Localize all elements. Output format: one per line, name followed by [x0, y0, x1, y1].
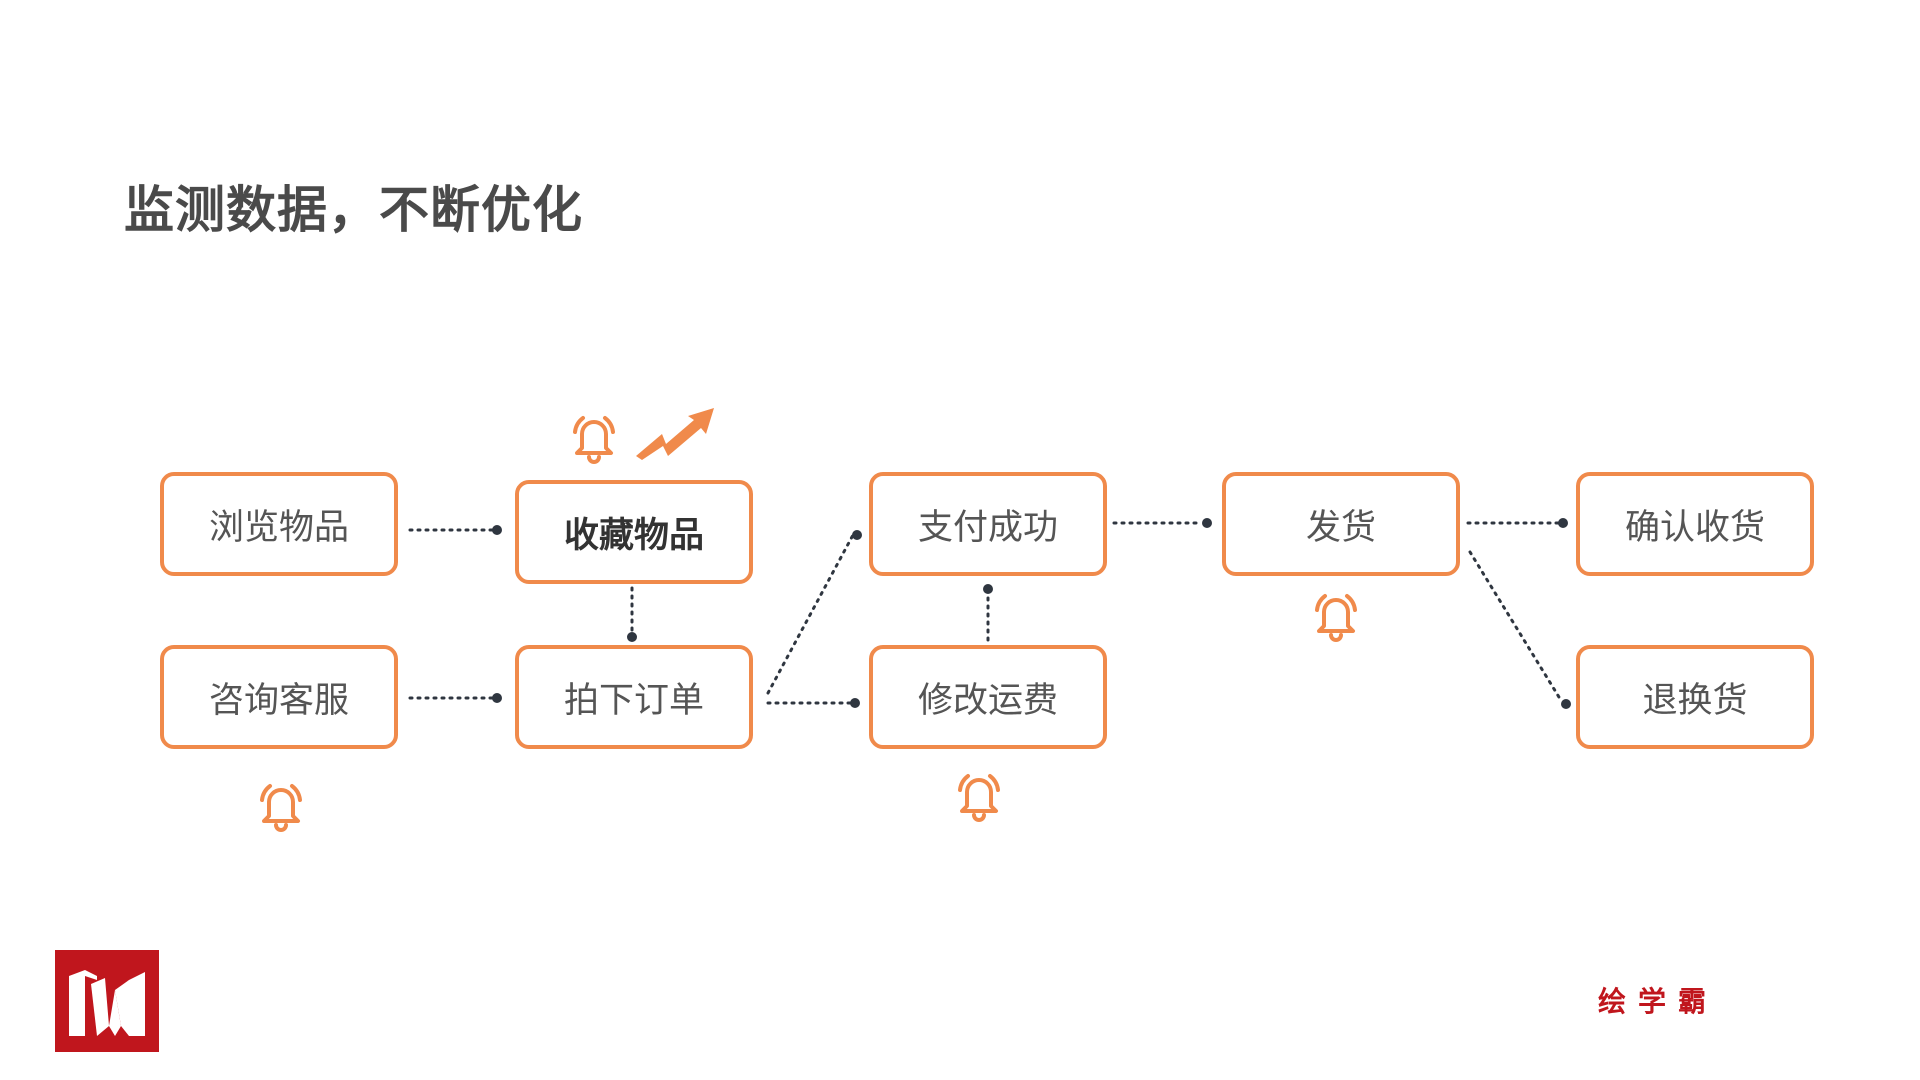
brand-name: 绘学霸	[1598, 985, 1719, 1018]
trend-up-icon	[636, 408, 714, 460]
page-title: 监测数据，不断优化	[124, 181, 583, 239]
bell-icon	[958, 774, 1000, 822]
bell-icon	[1315, 594, 1357, 642]
connector-order-pay	[766, 533, 855, 695]
connector-dot	[1561, 699, 1571, 709]
logo-icon	[55, 950, 159, 1052]
connector-dot	[492, 693, 502, 703]
node-return: 退换货	[1576, 645, 1814, 749]
node-shipping-fee: 修改运费	[869, 645, 1107, 749]
connector-dot	[983, 584, 993, 594]
node-ship: 发货	[1222, 472, 1460, 576]
node-confirm: 确认收货	[1576, 472, 1814, 576]
node-pay: 支付成功	[869, 472, 1107, 576]
connector-dot	[850, 698, 860, 708]
node-favorite: 收藏物品	[515, 480, 753, 584]
connector-dot	[1202, 518, 1212, 528]
node-browse: 浏览物品	[160, 472, 398, 576]
connector-ship-return	[1468, 550, 1564, 704]
node-consult: 咨询客服	[160, 645, 398, 749]
bell-icon	[573, 416, 615, 464]
connector-dot	[492, 525, 502, 535]
node-order: 拍下订单	[515, 645, 753, 749]
connector-dot	[627, 632, 637, 642]
bell-icon	[260, 784, 302, 832]
connector-dot	[1558, 518, 1568, 528]
connector-dot	[852, 530, 862, 540]
